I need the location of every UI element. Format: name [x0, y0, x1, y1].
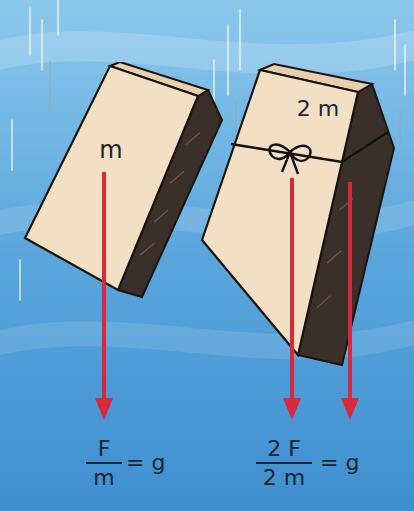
arrow-head	[283, 398, 301, 420]
tied-string	[231, 132, 388, 174]
formula-term: = g	[126, 451, 165, 475]
mass-label: 2 m	[297, 97, 339, 121]
mass-label: m	[99, 137, 122, 163]
falling-brick: 2 m	[198, 62, 398, 370]
fraction-bar	[256, 462, 312, 464]
force-arrow	[102, 172, 106, 400]
falling-brick: m	[22, 62, 226, 302]
formula-term: m	[93, 466, 114, 490]
arrow-head	[341, 398, 359, 420]
arrow-head	[95, 398, 113, 420]
formula-term: 2 F	[267, 437, 301, 461]
force-arrow	[348, 182, 352, 400]
force-arrow	[290, 178, 294, 400]
brick-shape	[22, 62, 226, 302]
formula-term: = g	[320, 451, 359, 475]
formula-term: 2 m	[263, 466, 305, 490]
fraction-bar	[86, 462, 122, 464]
formula-term: F	[98, 437, 111, 461]
